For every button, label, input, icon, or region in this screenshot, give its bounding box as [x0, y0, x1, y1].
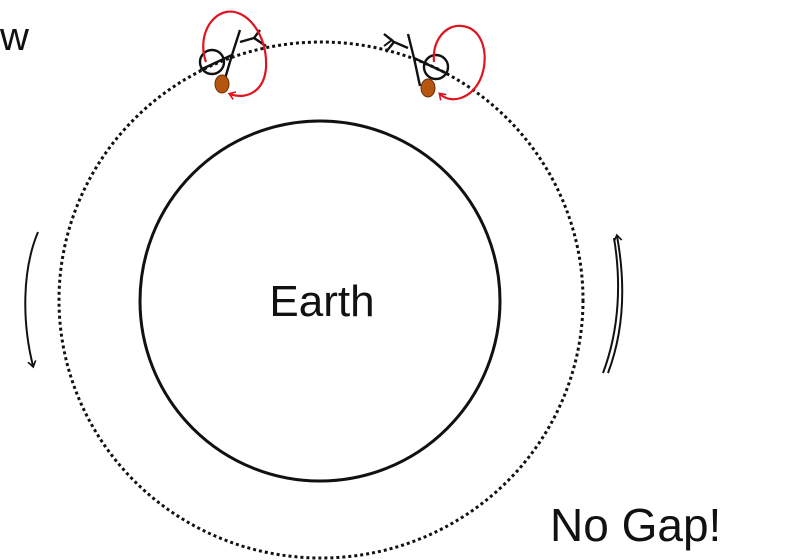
orbit-path: [57, 40, 585, 560]
corner-fragment-text: w: [0, 15, 29, 59]
stick-figure-right: [383, 33, 449, 87]
stick-figure-left: [199, 29, 267, 83]
pivot-left: [198, 48, 226, 76]
bob-left: [214, 74, 230, 94]
pivot-right: [422, 53, 450, 81]
bob-right: [420, 78, 436, 98]
pendulum-right: [383, 24, 486, 99]
no-gap-label: No Gap!: [550, 499, 721, 551]
spin-arrow-right: [432, 24, 486, 99]
earth-circle: [138, 119, 502, 483]
pendulum-left: [198, 10, 268, 96]
arrow-down-icon: [24, 231, 39, 366]
earth-label: Earth: [269, 277, 374, 326]
spin-arrow-left: [202, 10, 268, 96]
arrow-up-icon: [602, 236, 624, 374]
